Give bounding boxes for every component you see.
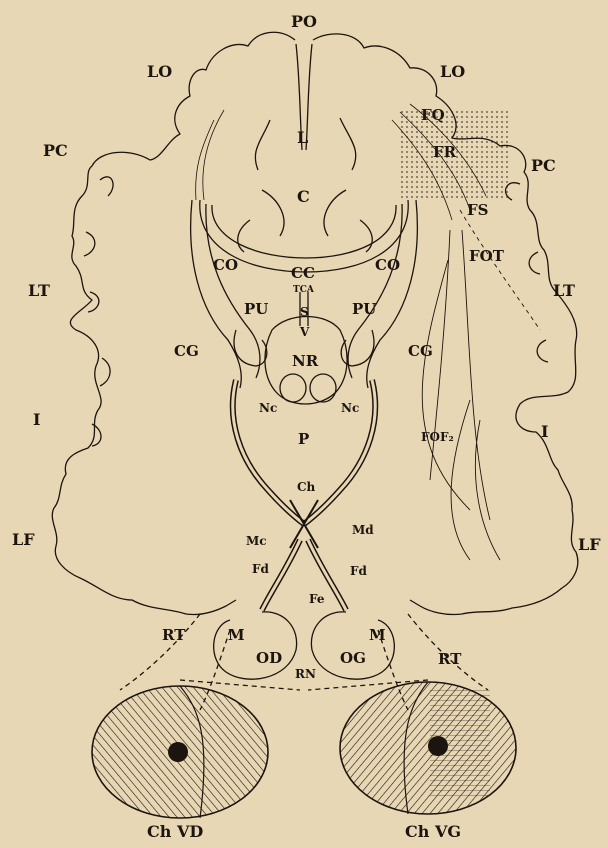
label-od: OD (256, 651, 282, 666)
label-nc-left: Nc (259, 402, 277, 414)
label-lf-right: LF (578, 537, 601, 553)
retina-right-cup (311, 612, 394, 679)
label-cg-left: CG (174, 344, 199, 359)
label-chvg: Ch VG (405, 824, 461, 840)
label-lt-right: LT (553, 283, 575, 299)
left-eye (92, 686, 268, 818)
label-i-left: I (33, 412, 40, 428)
right-dashed-radiation (460, 210, 540, 330)
label-ch: Ch (297, 481, 315, 493)
label-nr: NR (292, 354, 318, 369)
label-pc-right: PC (531, 158, 556, 174)
left-frontal-gyri (84, 177, 113, 446)
label-md: Md (352, 524, 374, 536)
label-i-right: I (541, 424, 548, 440)
label-fot: FOT (469, 249, 504, 264)
label-fd-left: Fd (252, 563, 269, 575)
label-fof2: FOF₂ (421, 431, 454, 443)
label-rt-right: RT (438, 652, 461, 667)
label-cg-right: CG (408, 344, 433, 359)
label-c: C (297, 189, 310, 205)
label-pc-left: PC (43, 143, 68, 159)
pulvinar-left (234, 330, 267, 366)
label-v: V (300, 326, 309, 338)
right-frontal-gyri (506, 183, 548, 362)
label-fd-right: Fd (350, 565, 367, 577)
label-l: L (297, 130, 308, 146)
fof2-fibers (422, 230, 500, 560)
internal-capsule-left (206, 204, 260, 378)
optic-tract-right-inner (304, 380, 375, 524)
label-p: P (298, 432, 309, 447)
upper-left-fibers (196, 110, 224, 200)
central-grey-r (324, 118, 372, 252)
right-eye-macula (428, 736, 448, 756)
label-rn: RN (295, 668, 316, 680)
label-m-right: M (369, 628, 386, 643)
label-po: PO (291, 14, 317, 30)
chiasm-cross (290, 500, 318, 548)
label-lt-left: LT (28, 283, 50, 299)
central-grey-l (238, 120, 284, 252)
left-eye-macula (168, 742, 188, 762)
label-s: S (300, 306, 309, 318)
nucleus-right (310, 374, 336, 402)
label-og: OG (340, 651, 366, 666)
label-tca: TCA (293, 286, 314, 295)
label-fe: Fe (309, 593, 325, 605)
label-cc: CC (291, 266, 315, 281)
label-lo-left: LO (147, 64, 172, 80)
label-nc-right: Nc (341, 402, 359, 414)
label-fs: FS (467, 203, 488, 218)
label-m-left: M (228, 628, 245, 643)
label-chvd: Ch VD (147, 824, 203, 840)
internal-capsule-right (348, 204, 402, 378)
label-fr: FR (433, 145, 456, 160)
label-lf-left: LF (12, 532, 35, 548)
nucleus-left (280, 374, 306, 402)
right-eye (340, 682, 516, 814)
label-co-left: CO (213, 258, 238, 273)
label-co-right: CO (375, 258, 400, 273)
retina-left-cup (214, 612, 297, 679)
label-rt-left: RT (162, 628, 185, 643)
label-pu-right: PU (352, 302, 376, 317)
label-mc: Mc (246, 535, 267, 547)
left-hemisphere-outline (52, 32, 295, 614)
label-lo-right: LO (440, 64, 465, 80)
label-fq: FQ (421, 108, 445, 123)
label-pu-left: PU (244, 302, 268, 317)
